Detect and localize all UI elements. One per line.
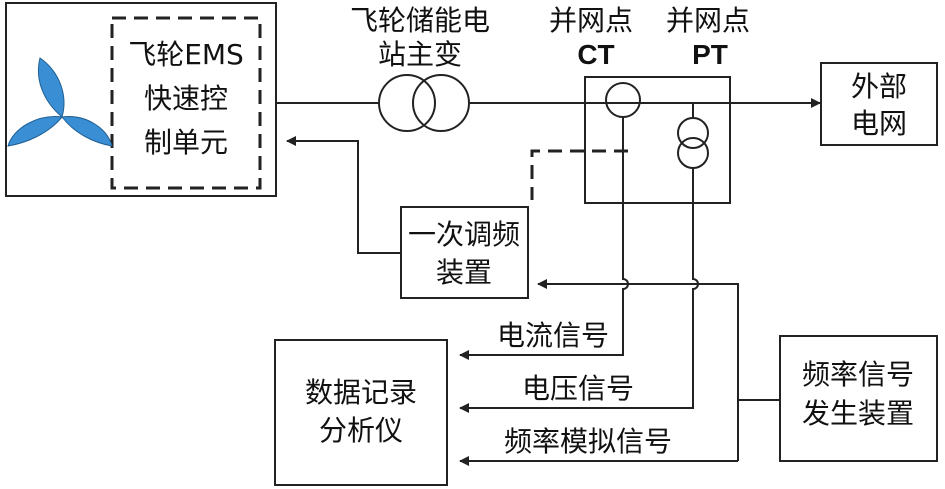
turbine-blades-icon (7, 57, 113, 147)
transformer-icon (378, 74, 470, 132)
external-grid-label-line1: 外部 (851, 70, 907, 103)
pt-label-line2: PT (692, 39, 728, 70)
recorder-label-line1: 数据记录 (305, 376, 417, 409)
station-transformer-label-line1: 飞轮储能电 (350, 4, 490, 37)
station-transformer-label-line2: 站主变 (378, 38, 462, 71)
primary-freq-to-ems-line (286, 136, 401, 254)
recorder-label-line2: 分析仪 (319, 414, 403, 447)
primary-freq-label-line2: 装置 (436, 256, 492, 289)
potential-transformer-icon (677, 117, 709, 169)
data-recorder-box (274, 339, 448, 486)
signal-generator-box (779, 335, 938, 462)
signal-generator-label-line2: 发生装置 (802, 397, 914, 430)
grid-connection-box (584, 76, 731, 204)
ems-label-line3: 制单元 (144, 126, 228, 159)
ems-label-line1: 飞轮EMS (128, 38, 244, 71)
external-grid-box (820, 62, 938, 146)
signal-gen-to-primary-line (537, 279, 780, 401)
primary-freq-label-line1: 一次调频 (408, 218, 520, 251)
current-signal-label: 电流信号 (497, 319, 609, 352)
ems-label-line2: 快速控 (144, 82, 228, 115)
voltage-signal-label: 电压信号 (522, 372, 634, 405)
pt-label-line1: 并网点 (666, 4, 750, 37)
signal-generator-label-line1: 频率信号 (802, 358, 914, 391)
ct-label-line2: CT (577, 39, 614, 70)
freq-analog-signal-label: 频率模拟信号 (504, 425, 672, 458)
current-transformer-icon (605, 82, 641, 118)
external-grid-label-line2: 电网 (851, 107, 907, 140)
ct-label-line1: 并网点 (549, 4, 633, 37)
dashed-control-line (530, 149, 628, 200)
ems-dashed-box (110, 16, 262, 190)
